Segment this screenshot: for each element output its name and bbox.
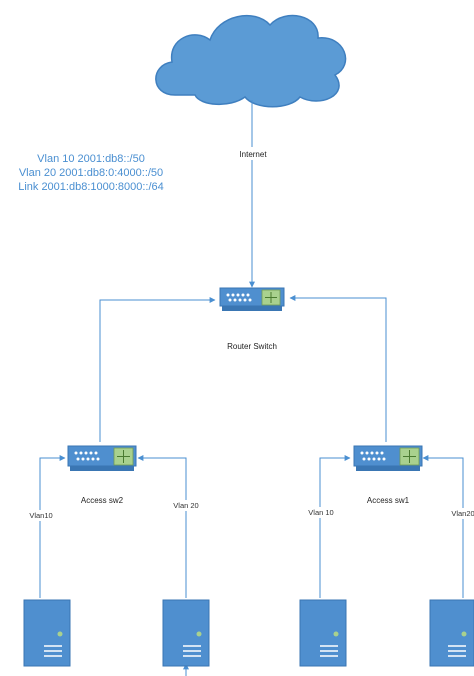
- access-sw1-label: Access sw1: [367, 496, 410, 505]
- internet-label: Internet: [239, 150, 267, 159]
- vlan-label-server2: Vlan 20: [173, 501, 198, 510]
- vlan-label-server1: Vlan10: [29, 511, 52, 520]
- server-3-icon: [299, 599, 347, 667]
- link-server4-accesssw1: [422, 455, 464, 598]
- link-router-accesssw1: [289, 295, 387, 442]
- vlan-label-server3: Vlan 10: [308, 508, 333, 517]
- links: [39, 100, 464, 676]
- internet-cloud-icon: [155, 14, 347, 108]
- link-server1-accesssw2: [39, 455, 66, 598]
- router-switch-label: Router Switch: [227, 342, 277, 351]
- link-server3-accesssw1: [319, 455, 351, 598]
- access-sw1-icon: [353, 445, 423, 471]
- vlan-label-server4: Vlan20: [451, 509, 474, 518]
- note-vlan20: Vlan 20 2001:db8:0:4000::/50: [19, 167, 163, 179]
- access-sw2-label: Access sw2: [81, 496, 124, 505]
- access-sw2-icon: [67, 445, 137, 471]
- server-4-icon: [429, 599, 474, 667]
- server-2-icon: [162, 599, 210, 667]
- link-server2-accesssw2: [137, 455, 187, 598]
- router-switch-icon: [219, 287, 285, 311]
- server-1-icon: [23, 599, 71, 667]
- note-vlan10: Vlan 10 2001:db8::/50: [37, 153, 145, 165]
- link-router-accesssw2: [99, 297, 216, 442]
- note-link: Link 2001:db8:1000:8000::/64: [18, 181, 164, 193]
